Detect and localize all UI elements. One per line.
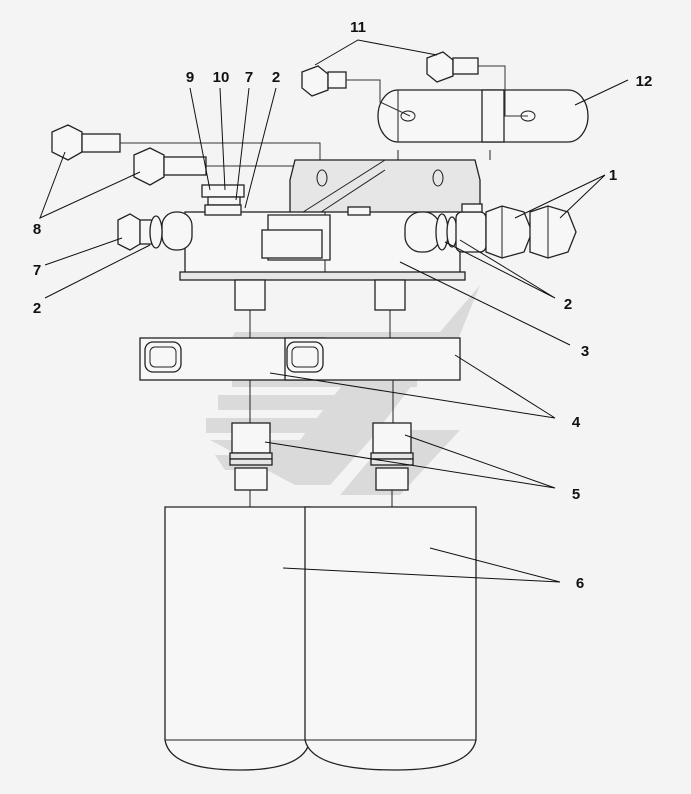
filter-canister-right bbox=[304, 506, 477, 771]
right-fitting bbox=[435, 203, 577, 259]
callout-7-top: 7 bbox=[245, 69, 253, 86]
top-fitting bbox=[201, 184, 245, 216]
callout-2-top: 2 bbox=[272, 69, 280, 86]
callout-8: 8 bbox=[33, 221, 41, 238]
mounting-bracket bbox=[377, 89, 589, 166]
head-spigots bbox=[234, 279, 406, 340]
callout-3: 3 bbox=[581, 343, 589, 360]
callout-11: 11 bbox=[350, 19, 366, 36]
left-fitting bbox=[117, 213, 163, 251]
upper-bolt-left bbox=[301, 65, 411, 117]
callout-10: 10 bbox=[213, 69, 230, 86]
upper-bolt-right bbox=[426, 51, 528, 117]
filter-head bbox=[161, 159, 481, 281]
left-bolt-upper bbox=[51, 124, 321, 178]
nipple-left bbox=[229, 422, 273, 507]
callout-9: 9 bbox=[186, 69, 194, 86]
callout-4: 4 bbox=[572, 414, 581, 431]
callout-2-right: 2 bbox=[564, 296, 572, 313]
callout-12: 12 bbox=[636, 73, 653, 90]
callout-2-left: 2 bbox=[33, 300, 41, 317]
callout-1: 1 bbox=[609, 167, 617, 184]
seal-ring-right bbox=[284, 337, 461, 381]
leader-lines bbox=[39, 39, 629, 583]
filter-canister-left bbox=[164, 506, 311, 771]
callout-6: 6 bbox=[576, 575, 584, 592]
callout-7-left: 7 bbox=[33, 262, 41, 279]
callout-5: 5 bbox=[572, 486, 580, 503]
